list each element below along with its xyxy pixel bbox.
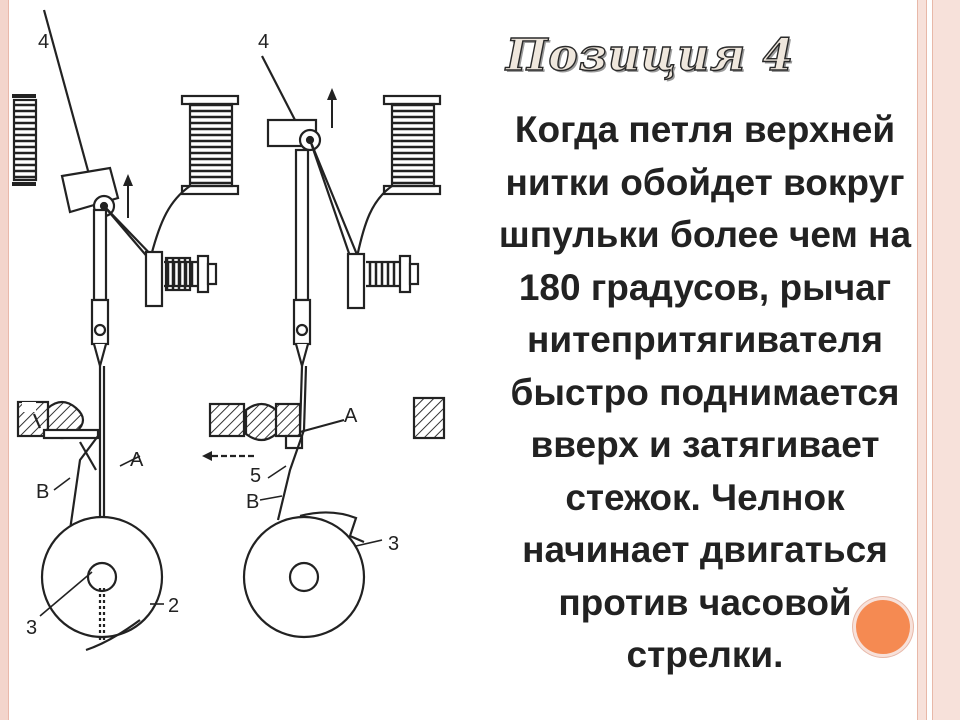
slide-body-text: Когда петля верхней нитки обойдет вокруг… <box>462 104 948 682</box>
left-label-bobbin: 3 <box>26 617 37 639</box>
left-fabric <box>16 400 100 440</box>
body-line: вверх и затягивает <box>530 424 880 465</box>
left-label-hook: 2 <box>168 595 179 617</box>
left-label-thread-b: B <box>36 481 49 503</box>
right-edge-strip-inner <box>917 0 927 720</box>
right-label-bobbin: 3 <box>388 533 399 555</box>
right-needle-bar <box>292 148 312 431</box>
left-spool <box>180 94 240 196</box>
left-label-lever: 4 <box>38 31 49 53</box>
body-line: быстро поднимается <box>510 371 900 413</box>
right-edge-strip-outer <box>932 0 960 720</box>
right-spool <box>382 94 442 196</box>
right-bobbin-hook <box>242 511 366 639</box>
body-line: против часовой <box>558 581 852 623</box>
right-take-up-lever <box>261 55 337 152</box>
left-mechanism <box>12 9 240 652</box>
body-line: 180 градусов, рычаг <box>518 266 892 308</box>
left-bobbin-hook <box>40 515 164 652</box>
right-tension-assembly <box>346 252 420 310</box>
left-tension-assembly <box>144 250 218 308</box>
left-label-thread-a: A <box>130 449 144 471</box>
right-fabric <box>208 396 446 450</box>
body-line: стрелки. <box>626 634 784 675</box>
body-line: Когда петля верхней <box>514 109 896 150</box>
left-take-up-lever <box>42 9 133 218</box>
right-mechanism <box>202 55 446 639</box>
right-label-lever: 4 <box>258 31 269 53</box>
right-label-thread-a: A <box>344 405 358 427</box>
left-edge-spool <box>12 94 38 186</box>
body-line: стежок. Челнок <box>565 476 845 518</box>
body-line: шпульки более чем на <box>498 214 912 255</box>
right-label-feed: 5 <box>250 465 261 487</box>
body-line: нитки обойдет вокруг <box>505 161 905 203</box>
body-line: нитепритягивателя <box>527 319 883 360</box>
decorative-orange-dot <box>856 600 910 654</box>
left-edge-strip <box>0 0 9 720</box>
right-label-thread-b: B <box>246 491 259 513</box>
slide-title: Позиция 4 <box>505 29 795 81</box>
body-line: начинает двигаться <box>522 529 888 570</box>
